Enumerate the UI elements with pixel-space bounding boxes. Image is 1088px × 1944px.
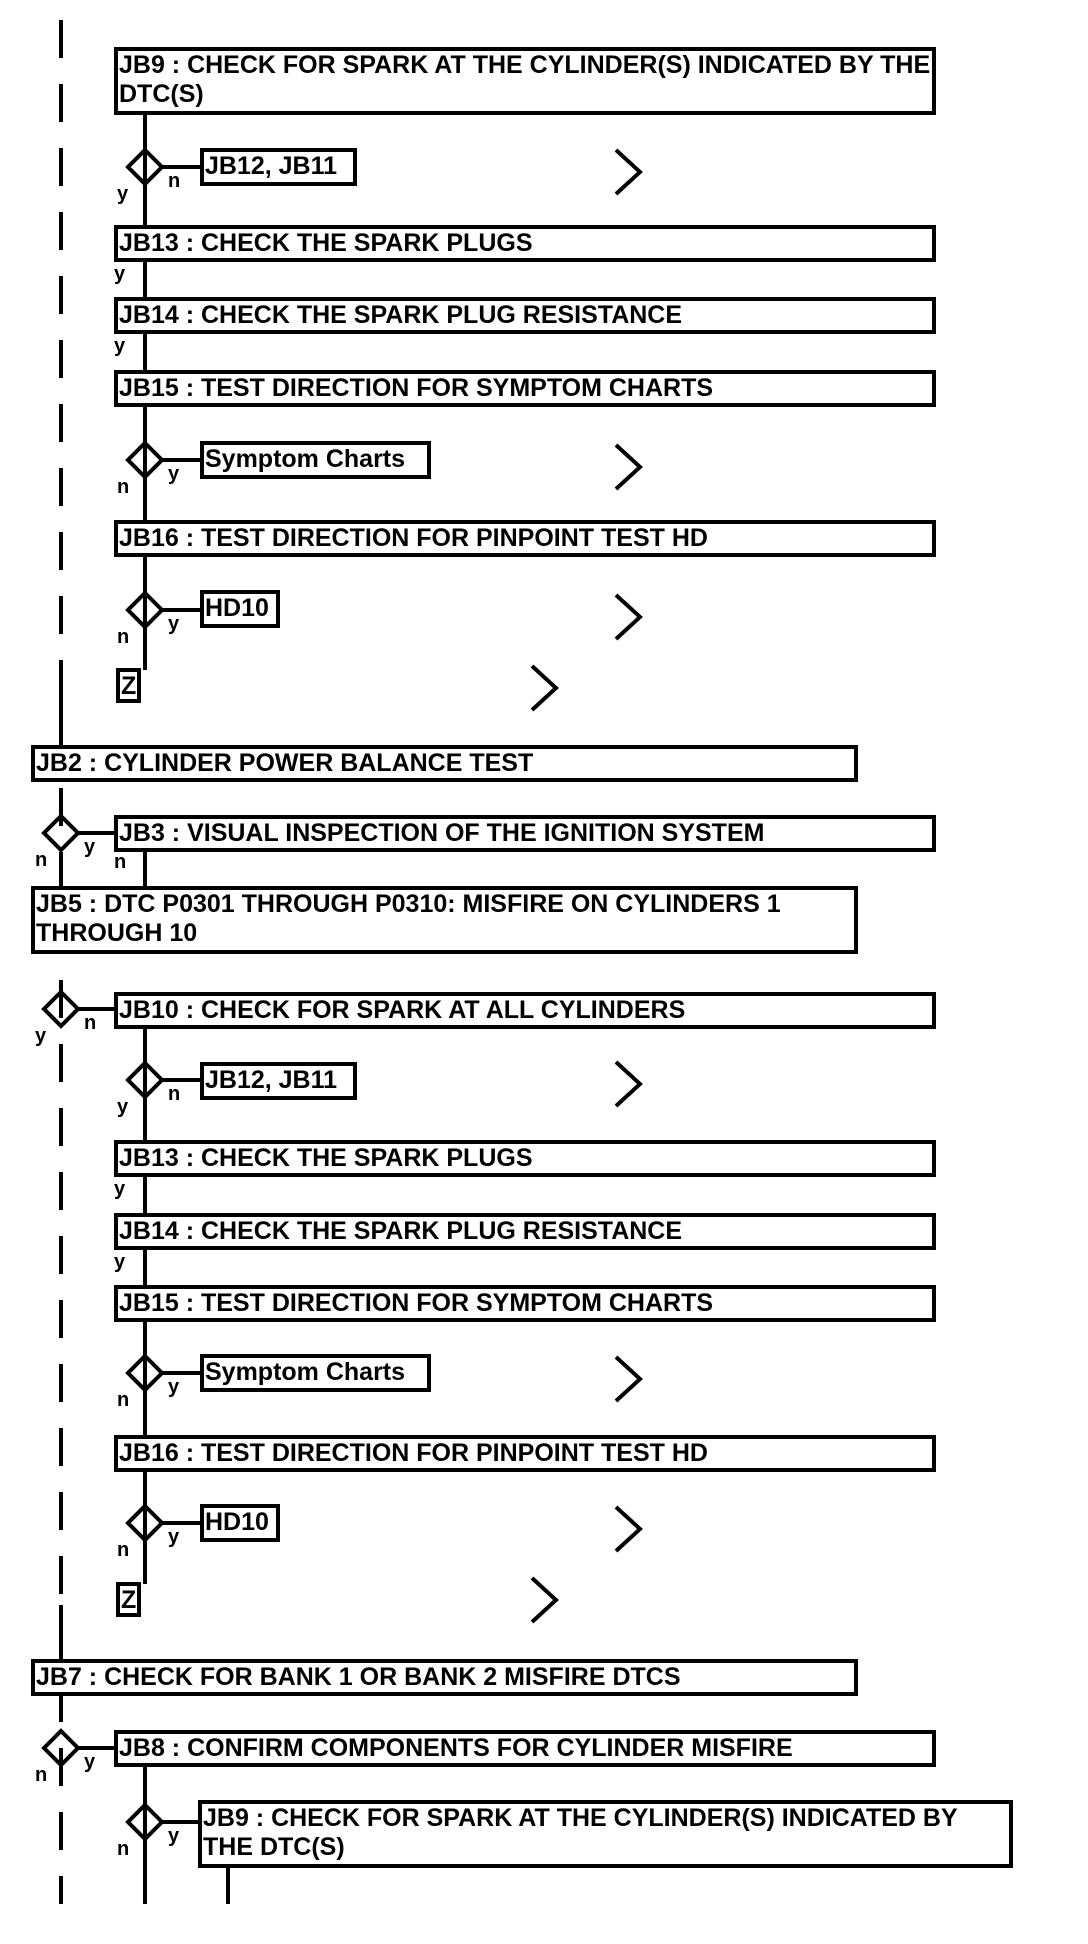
step-box-jb13-1: JB13 : CHECK THE SPARK PLUGS [114, 225, 936, 262]
branch-label-n: n [117, 1389, 130, 1411]
branch-label-y: y [117, 183, 129, 205]
step-box-jb14-2: JB14 : CHECK THE SPARK PLUG RESISTANCE [114, 1213, 936, 1250]
continue-chevron-4 [530, 664, 559, 712]
continue-chevron-1 [614, 148, 643, 196]
branch-label-n: n [117, 1539, 130, 1561]
decision-diamond-8 [125, 1503, 165, 1543]
decision-diamond-7 [125, 1353, 165, 1393]
decision-diamond-5 [41, 989, 81, 1029]
branch-label-n: n [117, 1838, 130, 1860]
branch-label-n: n [114, 851, 127, 873]
branch-label-y: y [168, 463, 180, 485]
branch-label-n: n [35, 849, 48, 871]
branch-label-y: y [114, 335, 126, 357]
decision-diamond-2 [125, 440, 165, 480]
branch-label-y: y [168, 1825, 180, 1847]
continue-chevron-2 [614, 443, 643, 491]
step-box-jb16-1: JB16 : TEST DIRECTION FOR PINPOINT TEST … [114, 520, 936, 557]
continue-chevron-8 [530, 1576, 559, 1624]
branch-label-n: n [117, 626, 130, 648]
decision-diamond-9 [41, 1728, 81, 1768]
step-box-jb2: JB2 : CYLINDER POWER BALANCE TEST [31, 745, 858, 782]
step-box-jb10: JB10 : CHECK FOR SPARK AT ALL CYLINDERS [114, 992, 936, 1029]
branch-label-y: y [168, 1526, 180, 1548]
branch-label-n: n [168, 1083, 181, 1105]
link-box-hd10-2[interactable]: HD10 [200, 1504, 280, 1542]
branch-label-y: y [168, 1376, 180, 1398]
step-box-jb13-2: JB13 : CHECK THE SPARK PLUGS [114, 1140, 936, 1177]
branch-label-n: n [168, 170, 181, 192]
step-box-jb15-2: JB15 : TEST DIRECTION FOR SYMPTOM CHARTS [114, 1285, 936, 1322]
decision-diamond-6 [125, 1060, 165, 1100]
step-box-jb16-2: JB16 : TEST DIRECTION FOR PINPOINT TEST … [114, 1435, 936, 1472]
decision-diamond-4 [41, 813, 81, 853]
branch-label-n: n [35, 1764, 48, 1786]
branch-label-y: y [114, 263, 126, 285]
link-box-jb12-jb11-1[interactable]: JB12, JB11 [200, 148, 357, 186]
link-box-symptom-charts-1[interactable]: Symptom Charts [200, 441, 431, 479]
continue-chevron-6 [614, 1355, 643, 1403]
decision-diamond-3 [125, 590, 165, 630]
step-box-jb5: JB5 : DTC P0301 THROUGH P0310: MISFIRE O… [31, 886, 858, 954]
step-box-jb9-bottom: JB9 : CHECK FOR SPARK AT THE CYLINDER(S)… [198, 1800, 1013, 1868]
decision-diamond-10 [125, 1802, 165, 1842]
link-box-z-1[interactable]: Z [116, 668, 141, 703]
branch-label-y: y [114, 1251, 126, 1273]
step-box-jb15-1: JB15 : TEST DIRECTION FOR SYMPTOM CHARTS [114, 370, 936, 407]
branch-label-y: y [117, 1096, 129, 1118]
branch-label-y: y [114, 1178, 126, 1200]
branch-label-y: y [84, 836, 96, 858]
step-box-jb9-top: JB9 : CHECK FOR SPARK AT THE CYLINDER(S)… [114, 47, 936, 115]
decision-diamond-1 [125, 147, 165, 187]
continue-chevron-3 [614, 593, 643, 641]
continue-chevron-5 [614, 1060, 643, 1108]
link-box-hd10-1[interactable]: HD10 [200, 590, 280, 628]
branch-label-n: n [117, 476, 130, 498]
branch-label-n: n [84, 1012, 97, 1034]
link-box-jb12-jb11-2[interactable]: JB12, JB11 [200, 1062, 357, 1100]
step-box-jb7: JB7 : CHECK FOR BANK 1 OR BANK 2 MISFIRE… [31, 1659, 858, 1696]
step-box-jb8: JB8 : CONFIRM COMPONENTS FOR CYLINDER MI… [114, 1730, 936, 1767]
branch-label-y: y [84, 1751, 96, 1773]
step-box-jb14-1: JB14 : CHECK THE SPARK PLUG RESISTANCE [114, 297, 936, 334]
link-box-symptom-charts-2[interactable]: Symptom Charts [200, 1354, 431, 1392]
link-box-z-2[interactable]: Z [116, 1582, 141, 1617]
branch-label-y: y [35, 1025, 47, 1047]
branch-label-y: y [168, 613, 180, 635]
continue-chevron-7 [614, 1505, 643, 1553]
step-box-jb3: JB3 : VISUAL INSPECTION OF THE IGNITION … [114, 815, 936, 852]
